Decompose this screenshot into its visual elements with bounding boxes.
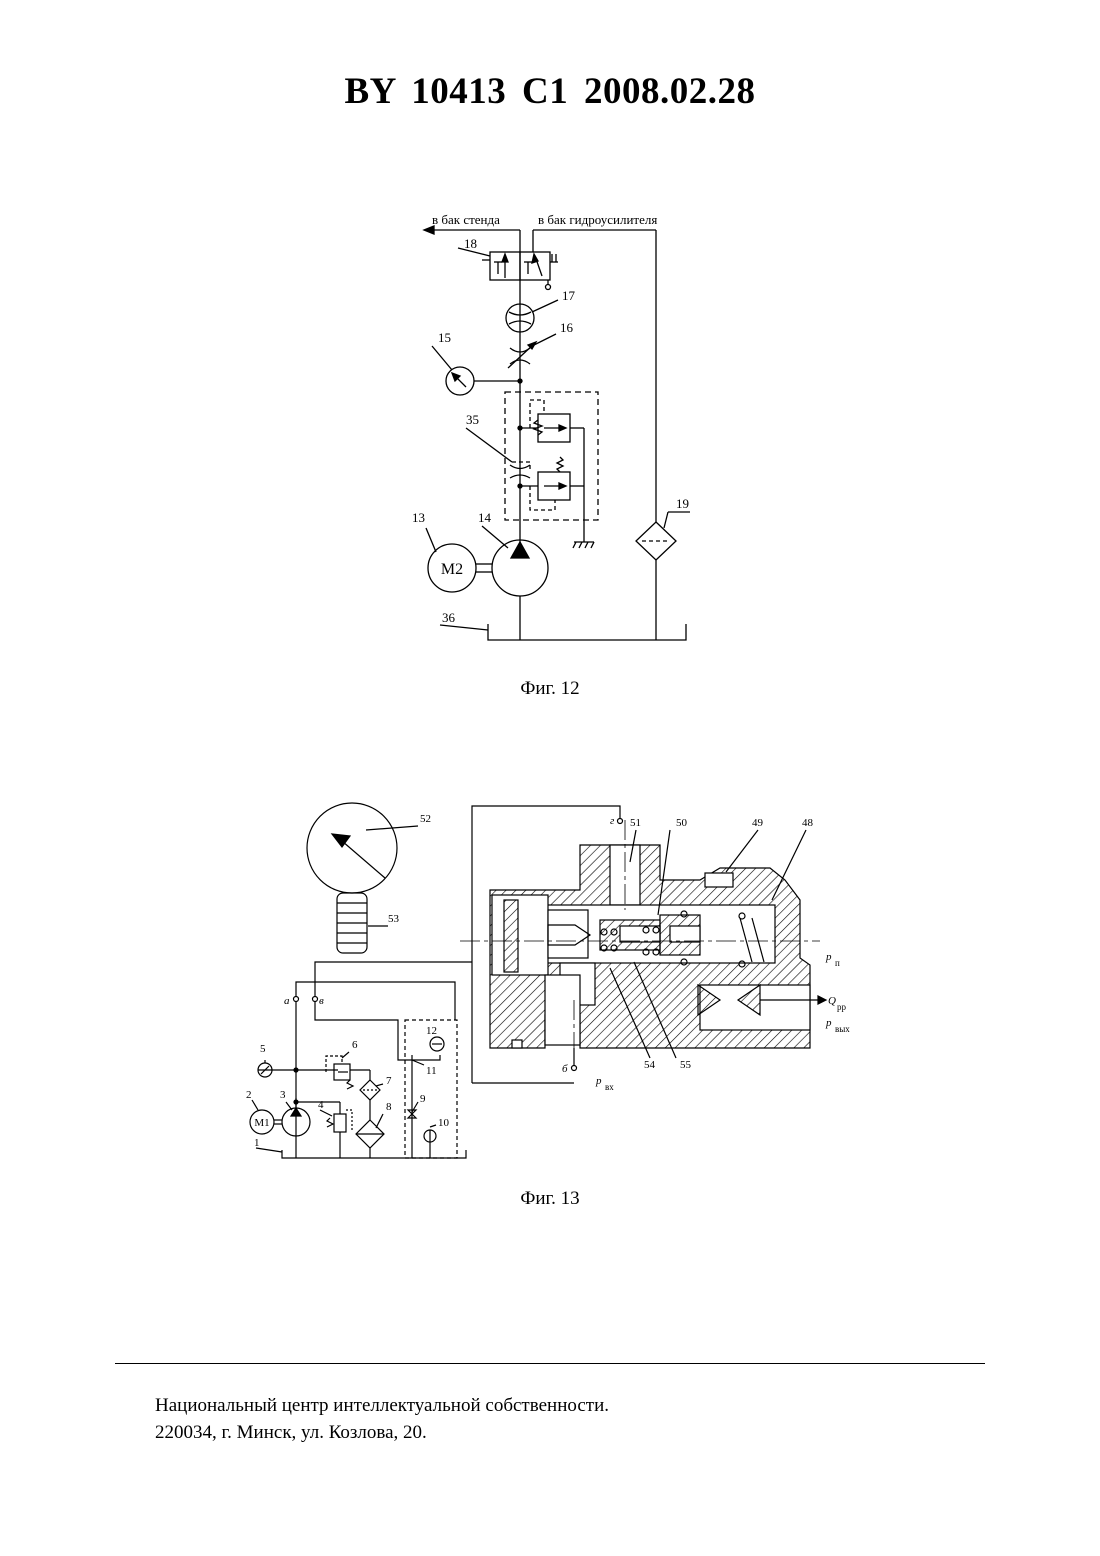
q-rr-subscript: рр <box>837 1002 847 1012</box>
label-tank-booster: в бак гидроусилителя <box>538 212 657 227</box>
footer-divider <box>115 1363 985 1364</box>
port-v-label: в <box>319 995 324 1007</box>
footer-line-2: 220034, г. Минск, ул. Козлова, 20. <box>155 1419 609 1446</box>
callout-36: 36 <box>442 610 456 625</box>
callout-12: 12 <box>426 1025 437 1037</box>
port-b-label: б <box>562 1063 568 1075</box>
callout-11: 11 <box>426 1065 437 1077</box>
p-out-symbol: p <box>825 1017 832 1029</box>
callout-4: 4 <box>318 1099 324 1111</box>
port-g-label: г <box>610 815 615 827</box>
callout-52: 52 <box>420 813 431 825</box>
callout-50: 50 <box>676 817 688 829</box>
pump-14 <box>492 540 548 640</box>
callout-7: 7 <box>386 1075 392 1087</box>
callout-14: 14 <box>478 510 492 525</box>
arrow-left-icon <box>424 226 434 234</box>
callout-18: 18 <box>464 236 477 251</box>
callout-3: 3 <box>280 1089 286 1101</box>
callout-8: 8 <box>386 1101 392 1113</box>
p-p-symbol: p <box>825 951 832 963</box>
callout-6: 6 <box>352 1039 358 1051</box>
valve-cross-section <box>460 820 826 1060</box>
callout-49: 49 <box>752 817 764 829</box>
figure-12-caption: Фиг. 12 <box>0 678 1100 700</box>
callout-16: 16 <box>560 320 574 335</box>
tank-11 <box>398 1020 457 1158</box>
callout-10: 10 <box>438 1117 450 1129</box>
figure-13-test-setup: 52 53 51 50 49 48 54 55 г а в б p п Q рр… <box>0 790 1100 1180</box>
figure-12-hydraulic-scheme: в бак стенда в бак гидроусилителя 18 17 … <box>0 0 1100 680</box>
flow-arrow-icon <box>818 996 826 1004</box>
callout-9: 9 <box>420 1093 426 1105</box>
valve-9 <box>408 1060 416 1158</box>
callout-48: 48 <box>802 817 814 829</box>
callout-53: 53 <box>388 913 400 925</box>
p-p-subscript: п <box>835 958 840 968</box>
callout-19: 19 <box>676 496 689 511</box>
callout-15: 15 <box>438 330 451 345</box>
q-rr-symbol: Q <box>828 995 836 1007</box>
pressure-gauge-52 <box>307 803 397 953</box>
footer-line-1: Национальный центр интеллектуальной собс… <box>155 1392 609 1419</box>
relief-valve-6 <box>326 1056 353 1089</box>
callout-35: 35 <box>466 412 479 427</box>
port-a-label: а <box>284 995 290 1007</box>
callout-5: 5 <box>260 1043 266 1055</box>
callout-54: 54 <box>644 1059 656 1071</box>
callout-17: 17 <box>562 288 576 303</box>
figure-13-caption: Фиг. 13 <box>0 1188 1100 1210</box>
footer-address: Национальный центр интеллектуальной собс… <box>155 1392 609 1446</box>
callout-2: 2 <box>246 1089 252 1101</box>
callout-51: 51 <box>630 817 641 829</box>
callout-55: 55 <box>680 1059 692 1071</box>
p-out-subscript: вых <box>835 1024 850 1034</box>
relief-valve-lower <box>512 457 584 510</box>
motor-label-m2: M2 <box>441 561 463 578</box>
p-in-subscript: вх <box>605 1082 614 1092</box>
p-in-symbol: p <box>595 1075 602 1087</box>
callout-13: 13 <box>412 510 425 525</box>
relief-valve-4 <box>296 1098 352 1158</box>
label-tank-stand: в бак стенда <box>432 212 500 227</box>
relief-valve-upper <box>520 400 584 442</box>
motor-label-m1: M1 <box>254 1117 269 1129</box>
callout-1: 1 <box>254 1137 260 1149</box>
filter-19 <box>636 522 676 640</box>
tank-1 <box>282 1150 466 1158</box>
pressure-gauge-15 <box>446 367 520 395</box>
